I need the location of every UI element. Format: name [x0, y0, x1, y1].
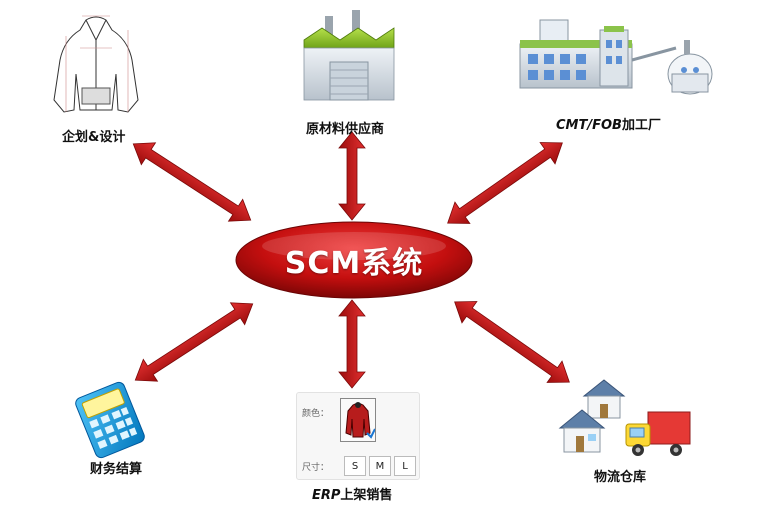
logistics-label: 物流仓库 [594, 470, 647, 485]
supplier-label: 原材料供应商 [306, 122, 385, 137]
jacket-photo-icon [345, 402, 376, 439]
design-label: 企划&设计 [62, 130, 126, 145]
color-field-label: 颜色： [302, 409, 330, 419]
warehouse-houses-icon [558, 379, 626, 453]
arrow-supplier [338, 131, 366, 221]
erp-label-cjk: 上架销售 [340, 488, 393, 503]
erp-label-latin: ERP [312, 488, 341, 503]
color-swatch-selected[interactable] [340, 398, 376, 442]
finance-label: 财务结算 [90, 462, 143, 477]
factory-label-cjk: 加工厂 [621, 118, 661, 133]
size-option-m[interactable]: M [369, 456, 391, 476]
size-field-label: 尺寸： [302, 463, 330, 473]
arrow-factory [447, 142, 563, 224]
arrow-finance [134, 302, 254, 382]
size-option-s[interactable]: S [344, 456, 366, 476]
processing-factory-icon [519, 19, 713, 95]
factory-label: CMT/FOB加工厂 [556, 114, 661, 133]
supplier-factory-icon [303, 10, 395, 101]
size-option-l[interactable]: L [394, 456, 416, 476]
arrow-erp [338, 299, 366, 389]
erp-label: ERP上架销售 [312, 484, 392, 503]
factory-label-latin: CMT/FOB [556, 118, 622, 133]
arrow-design [132, 142, 252, 222]
calculator-icon [75, 381, 145, 459]
scm-ellipse [235, 221, 473, 299]
jacket-sketch-icon [53, 15, 139, 113]
scm-system-label: SCM系统 [284, 246, 424, 281]
arrow-logistics [454, 301, 570, 383]
delivery-truck-icon [625, 411, 691, 456]
